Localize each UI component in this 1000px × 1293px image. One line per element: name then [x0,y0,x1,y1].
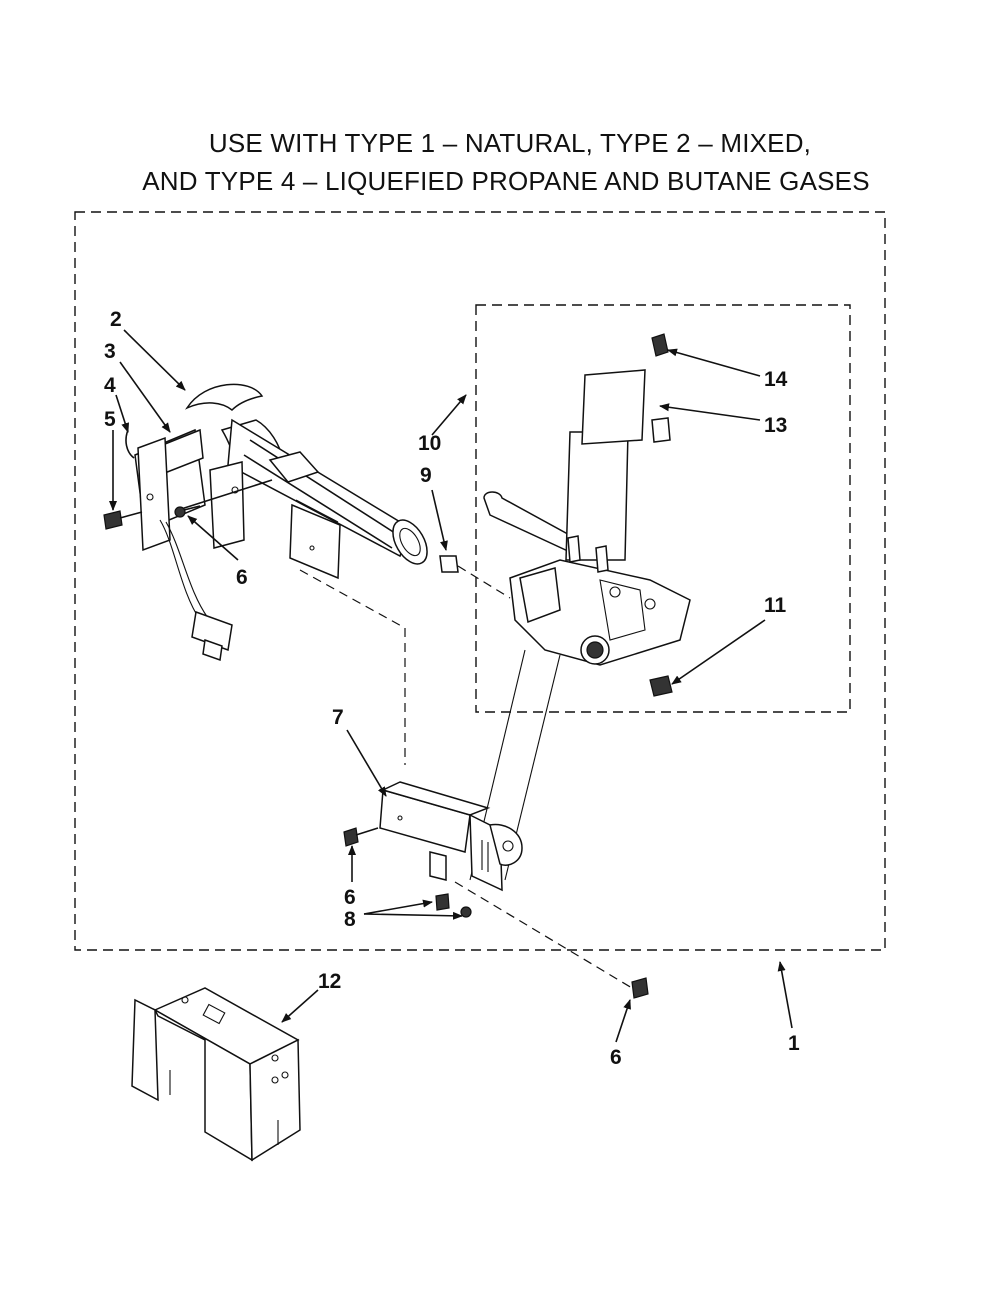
screw-6-lower-right [631,977,649,999]
orifice [439,555,511,599]
mounting-bracket [379,781,523,892]
callout-4: 4 [104,374,116,397]
screw-14 [651,333,669,357]
screw-6-lower-left [343,827,379,847]
callout-6-right: 6 [610,1046,622,1069]
assembly-boundary [74,211,886,951]
callout-7: 7 [332,706,344,729]
callout-10: 10 [418,432,441,455]
igniter-bracket [125,428,273,662]
callout-13: 13 [764,414,787,437]
callout-9: 9 [420,464,432,487]
callout-14: 14 [764,368,788,391]
valve-subassembly-boundary [475,304,851,713]
leader-lines [109,329,793,1043]
diagram-title-line-2: AND TYPE 4 – LIQUEFIED PROPANE AND BUTAN… [142,166,870,196]
screw-8-b [460,906,472,918]
gas-valve [469,369,691,881]
callout-3: 3 [104,340,116,363]
callout-12: 12 [318,970,341,993]
callout-11: 11 [764,594,787,617]
diagram-title-line-1: USE WITH TYPE 1 – NATURAL, TYPE 2 – MIXE… [208,128,812,158]
screw-8-a [435,893,450,911]
callout-5: 5 [104,408,116,431]
callout-6-upper: 6 [236,566,248,589]
callout-6-lower: 6 [344,886,356,909]
screw-6-upper [174,505,201,518]
burner-tube [185,383,428,565]
screw-6-guide-line [454,881,633,989]
coil-cap-11 [649,675,673,697]
callout-1: 1 [788,1032,800,1055]
screw-5 [103,510,143,530]
callout-2: 2 [110,308,122,331]
callout-8: 8 [344,908,356,931]
heat-shield-plate [289,503,406,765]
support-bracket [131,987,301,1162]
